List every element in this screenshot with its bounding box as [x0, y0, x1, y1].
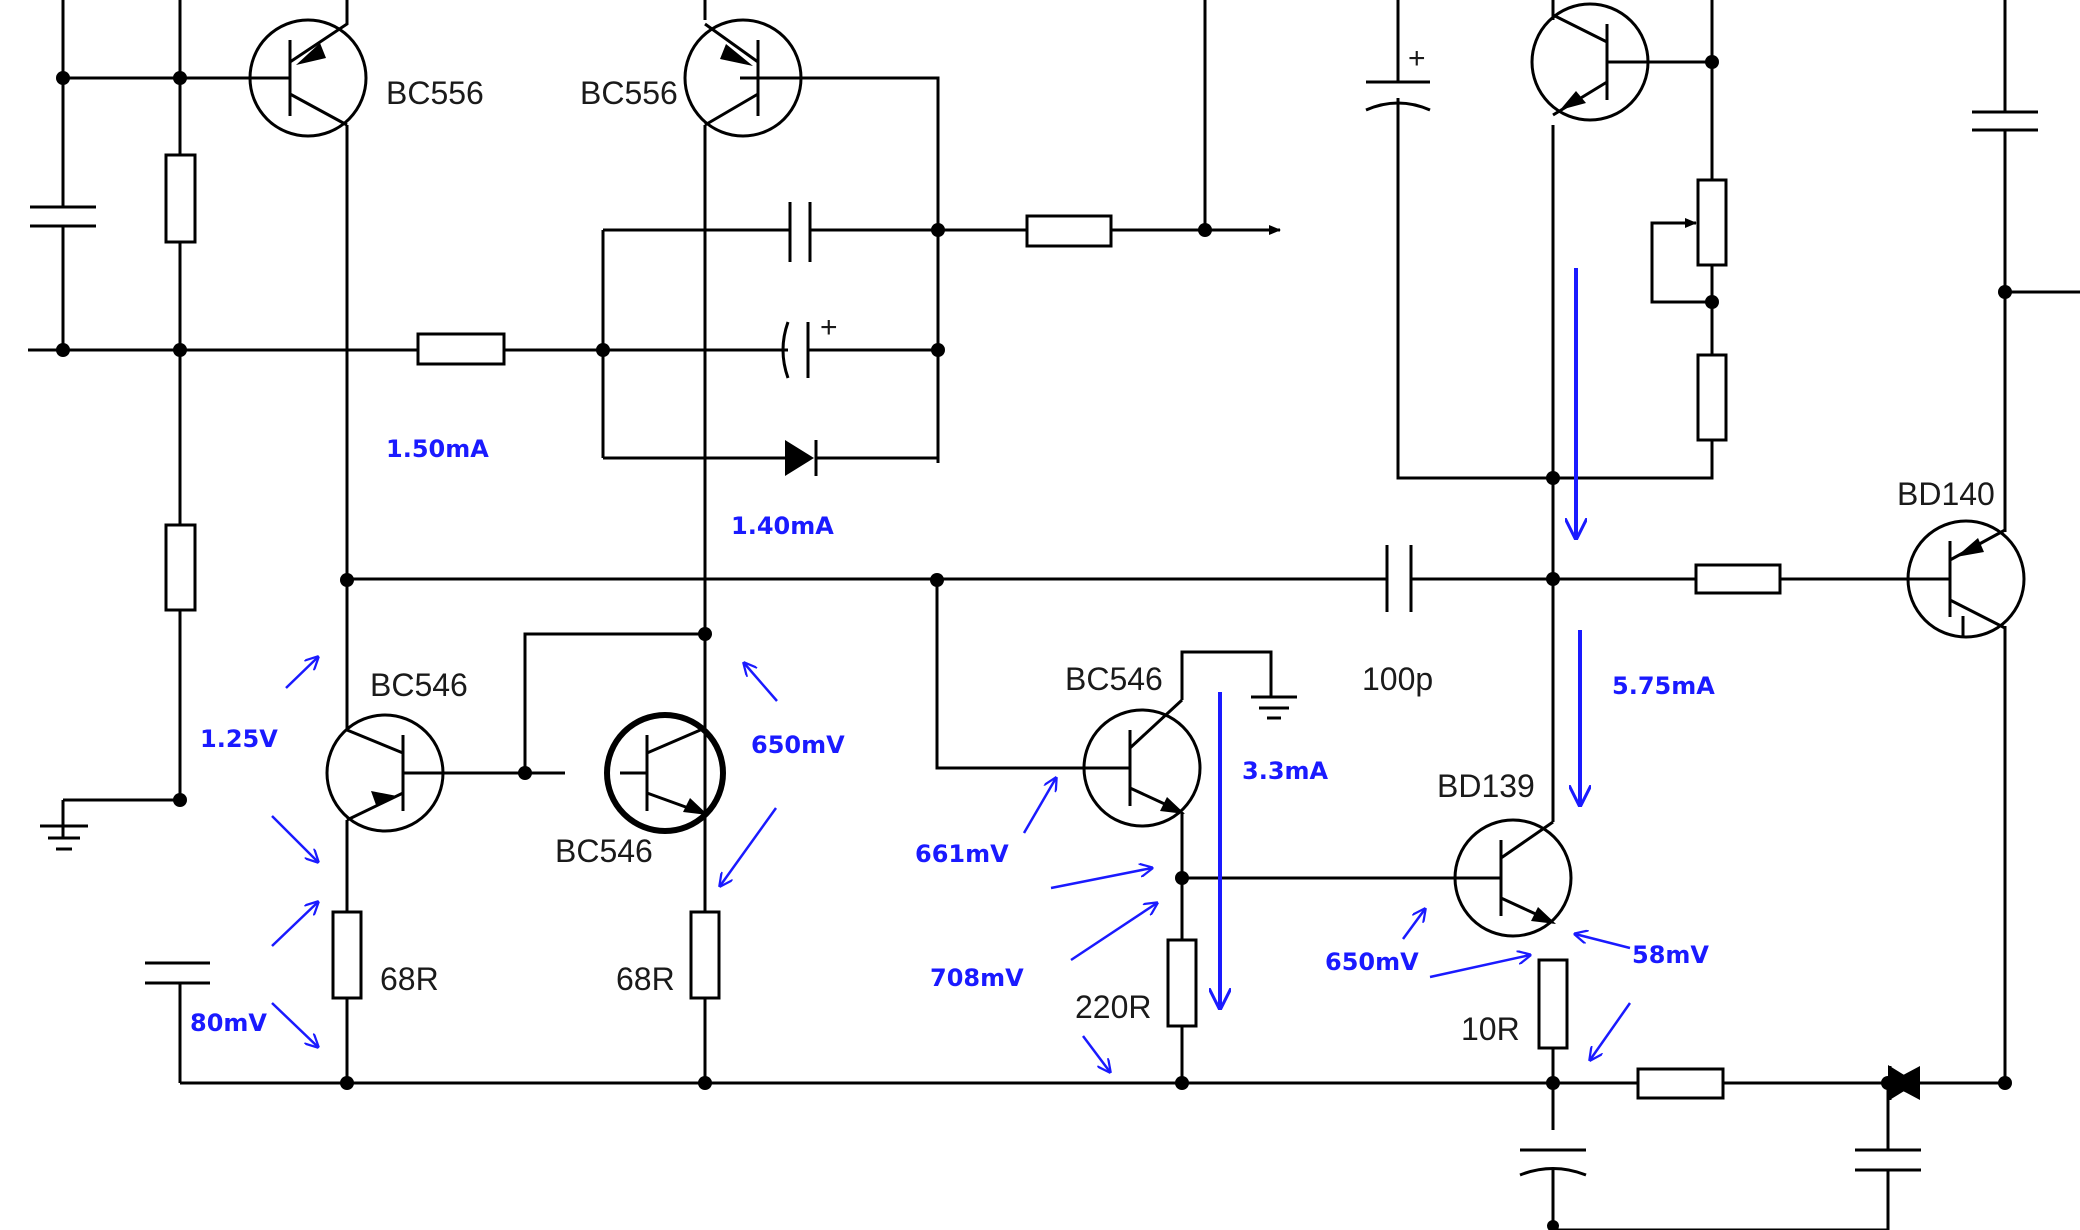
annotation-v-base-left: 1.25V [200, 725, 278, 753]
capacitors: + + [30, 0, 2038, 1177]
resistor-base-bd140 [1694, 563, 1782, 595]
transistor-q4 [604, 712, 726, 834]
annotation-i-left: 1.50mA [386, 435, 489, 463]
svg-text:+: + [1408, 42, 1426, 75]
label-q2: BC556 [580, 75, 678, 111]
resistors [164, 153, 1782, 1100]
transistor-q7 [1530, 2, 1650, 122]
component-labels: BC556 BC556 BC546 BC546 BC546 BD139 BD14… [370, 75, 1995, 1047]
resistor-feedback-in [416, 332, 506, 366]
transistor-q2 [683, 18, 803, 138]
annotation-i-vas-driver: 3.3mA [1242, 757, 1329, 785]
transistor-q1 [248, 0, 368, 138]
annotation-v-be-bd139: 650mV [1325, 948, 1419, 976]
grounds [40, 695, 1297, 851]
svg-text:+: + [820, 311, 838, 344]
resistor-bias [1696, 353, 1728, 442]
label-c-miller: 100p [1362, 661, 1433, 697]
label-r-tail-right: 68R [616, 961, 675, 997]
label-q1: BC556 [386, 75, 484, 111]
resistor-bias-pot [1696, 178, 1728, 267]
label-q3: BC546 [370, 667, 468, 703]
resistor-emitter [1537, 958, 1569, 1050]
resistor-vas [1166, 938, 1198, 1028]
resistor-rail [1636, 1067, 1725, 1100]
diodes [785, 440, 1920, 1101]
label-r-emitter: 10R [1461, 1011, 1520, 1047]
label-q4: BC546 [555, 833, 653, 869]
transistor-q5 [1082, 698, 1202, 828]
label-q5: BC546 [1065, 661, 1163, 697]
annotation-v-base-vas: 661mV [915, 840, 1009, 868]
annotations: 1.50mA 1.40mA 1.25V 650mV 80mV 661mV 708… [190, 268, 1715, 1072]
annotation-i-vas: 5.75mA [1612, 672, 1715, 700]
annotation-v-tail: 80mV [190, 1009, 267, 1037]
annotation-v-emitter-vas: 708mV [930, 964, 1024, 992]
label-r-tail-left: 68R [380, 961, 439, 997]
label-q7: BD140 [1897, 476, 1995, 512]
transistor-q6 [1453, 818, 1573, 938]
miller-capacitor [1385, 545, 1413, 612]
label-q6: BD139 [1437, 768, 1535, 804]
annotation-v-be-mirror: 650mV [751, 731, 845, 759]
annotation-v-re: 58mV [1632, 941, 1709, 969]
label-r-vas: 220R [1075, 989, 1152, 1025]
resistor-tail-left [331, 910, 363, 1000]
transistor-q8 [1906, 519, 2026, 639]
transistor-q3 [325, 713, 445, 833]
resistor-tail-right [689, 910, 721, 1000]
resistor-input-ground [164, 523, 197, 612]
resistor-output [1025, 214, 1113, 248]
resistor-input-bias [164, 153, 197, 244]
wires [28, 0, 2080, 1230]
annotation-i-right: 1.40mA [731, 512, 834, 540]
